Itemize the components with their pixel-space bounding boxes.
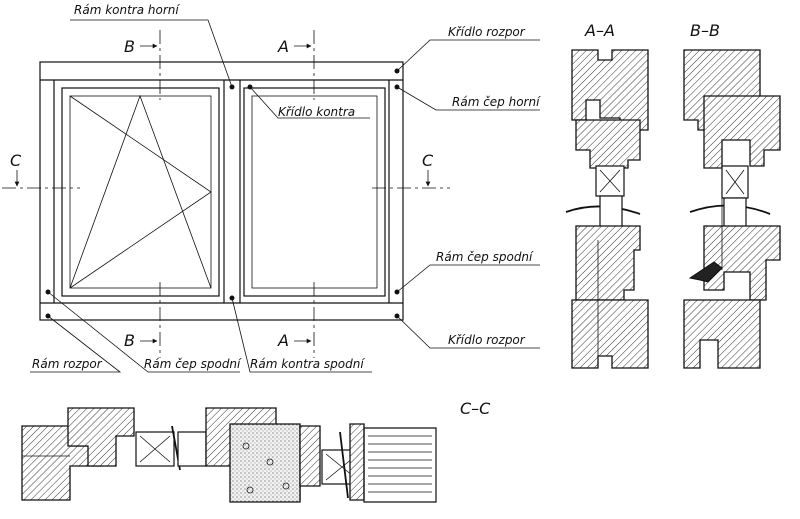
right-sash (243, 87, 386, 297)
section-title-bb: B–B (690, 21, 720, 40)
turn-indicator (69, 95, 212, 289)
label-ram-cep-spodni-right: Rám čep spodní (436, 250, 534, 264)
leader-ram-kontra-spodni (231, 297, 372, 373)
section-mark-a-top: A (277, 37, 289, 56)
front-elevation: B A B A C C Rám kontra horní Křídlo kont… (2, 3, 541, 373)
cc-right-sash-rebate (349, 423, 365, 501)
leader-ram-cep-spodni-right (396, 264, 540, 293)
cc-screw-2 (266, 458, 274, 466)
label-ram-rozpor: Rám rozpor (32, 357, 103, 371)
left-sash-glass (69, 95, 212, 289)
aa-bottom-sash (575, 225, 641, 301)
cc-left-sash (67, 407, 135, 467)
leader-ram-kontra-horni (70, 19, 233, 88)
label-kridlo-rozpor-bottom: Křídlo rozpor (448, 333, 526, 347)
label-ram-kontra-horni: Rám kontra horní (74, 3, 180, 17)
cc-mullion-core (229, 423, 301, 503)
bb-bottom-frame (683, 299, 761, 369)
section-aa: A–A (565, 21, 649, 369)
cc-screw-1 (242, 442, 250, 450)
label-kridlo-rozpor-top: Křídlo rozpor (448, 25, 526, 39)
label-ram-kontra-spodni: Rám kontra spodní (250, 357, 365, 371)
cc-right-frame (363, 427, 437, 503)
leader-ram-rozpor (30, 315, 122, 373)
leader-kridlo-kontra (249, 86, 370, 119)
aa-top-frame (571, 49, 649, 131)
tilt-indicator (69, 94, 212, 289)
section-title-aa: A–A (584, 21, 615, 40)
cc-right-stop (299, 425, 321, 487)
leader-ram-cep-spodni-left (47, 291, 240, 373)
label-ram-cep-spodni-left: Rám čep spodní (144, 357, 242, 371)
bb-drip-profile (688, 261, 723, 283)
label-ram-cep-horni: Rám čep horní (452, 95, 541, 109)
aa-mid-glass (599, 195, 623, 231)
section-mark-c-right: C (422, 151, 434, 170)
leader-ram-cep-horni (396, 86, 540, 111)
section-title-cc: C–C (460, 399, 491, 418)
right-sash-glass (251, 95, 378, 289)
section-mark-b-bottom: B (124, 331, 135, 350)
section-cc: C–C (21, 399, 491, 503)
aa-top-sash (575, 119, 641, 169)
cc-left-spacer (139, 435, 171, 463)
outer-frame (39, 61, 404, 321)
aa-bottom-frame (571, 299, 649, 369)
section-mark-c-left: C (10, 151, 22, 170)
cc-screw-4 (282, 482, 290, 490)
leader-kridlo-rozpor-top (396, 39, 540, 72)
bb-top-spacer (725, 169, 745, 195)
section-bb: B–B (683, 21, 781, 369)
aa-top-spacer (599, 169, 621, 193)
left-sash (61, 87, 220, 297)
label-kridlo-kontra: Křídlo kontra (278, 105, 355, 119)
section-mark-a-bottom: A (277, 331, 289, 350)
leader-kridlo-rozpor-bottom (396, 315, 540, 349)
cc-right-break (339, 431, 349, 499)
cc-screw-3 (246, 486, 254, 494)
section-mark-b-top: B (124, 37, 135, 56)
bb-top-sash (703, 95, 781, 169)
cc-left-glass-2 (177, 431, 207, 467)
cc-right-frame-grain (368, 435, 432, 493)
